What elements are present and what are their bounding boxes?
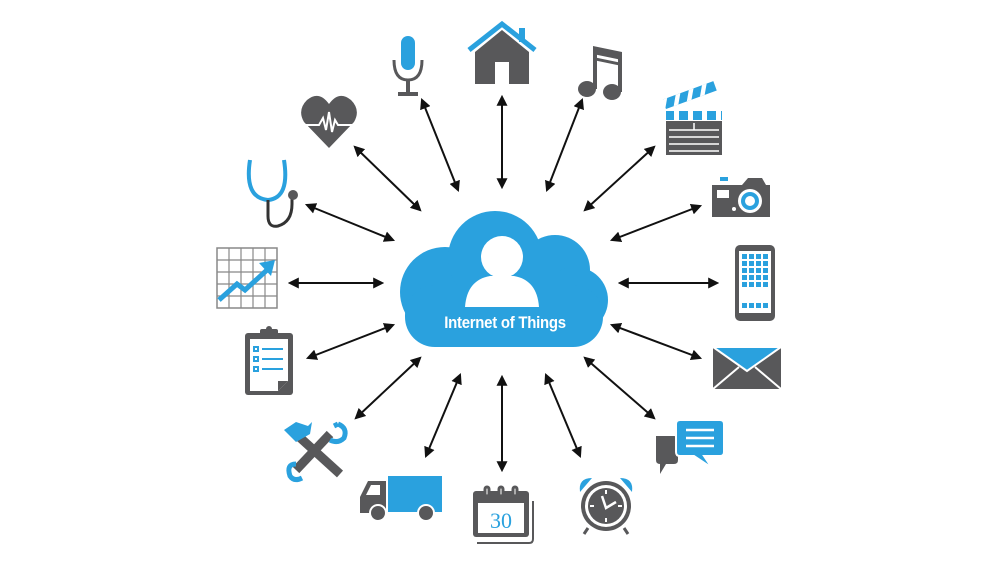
truck-icon xyxy=(360,476,442,522)
music-note-icon xyxy=(578,46,622,100)
smartphone-icon xyxy=(735,245,775,321)
hub-label: Internet of Things xyxy=(444,313,566,332)
user-icon xyxy=(465,236,539,307)
alarm-clock-icon xyxy=(579,478,633,535)
arrow-heart xyxy=(353,145,422,212)
camera-icon xyxy=(712,177,770,217)
arrow-email xyxy=(609,322,703,361)
iot-cloud-hub xyxy=(400,211,608,347)
clipboard-icon xyxy=(245,326,293,395)
arrow-music xyxy=(545,97,584,193)
hammer-wrench-icon xyxy=(284,421,348,483)
heart-rate-icon xyxy=(301,95,357,148)
stethoscope-icon xyxy=(246,159,298,228)
microphone-icon xyxy=(392,36,424,96)
arrow-stethoscope xyxy=(304,203,396,242)
arrow-video xyxy=(583,145,656,212)
arrow-camera xyxy=(609,204,703,242)
clapperboard-icon xyxy=(660,81,722,155)
arrow-clock xyxy=(544,372,582,459)
house-icon xyxy=(467,20,537,84)
arrow-clipboard xyxy=(305,323,396,360)
chat-bubbles-icon xyxy=(656,419,725,474)
arrow-chat xyxy=(583,356,656,420)
calendar-date: 30 xyxy=(490,508,512,533)
connection-arrows xyxy=(287,94,720,473)
chart-icon xyxy=(216,247,278,309)
calendar-icon: 30 xyxy=(473,485,534,544)
cloud-icon xyxy=(400,211,608,347)
envelope-icon xyxy=(709,346,785,390)
arrow-tools xyxy=(354,356,422,420)
arrow-microphone xyxy=(420,97,460,193)
arrow-truck xyxy=(424,372,462,459)
